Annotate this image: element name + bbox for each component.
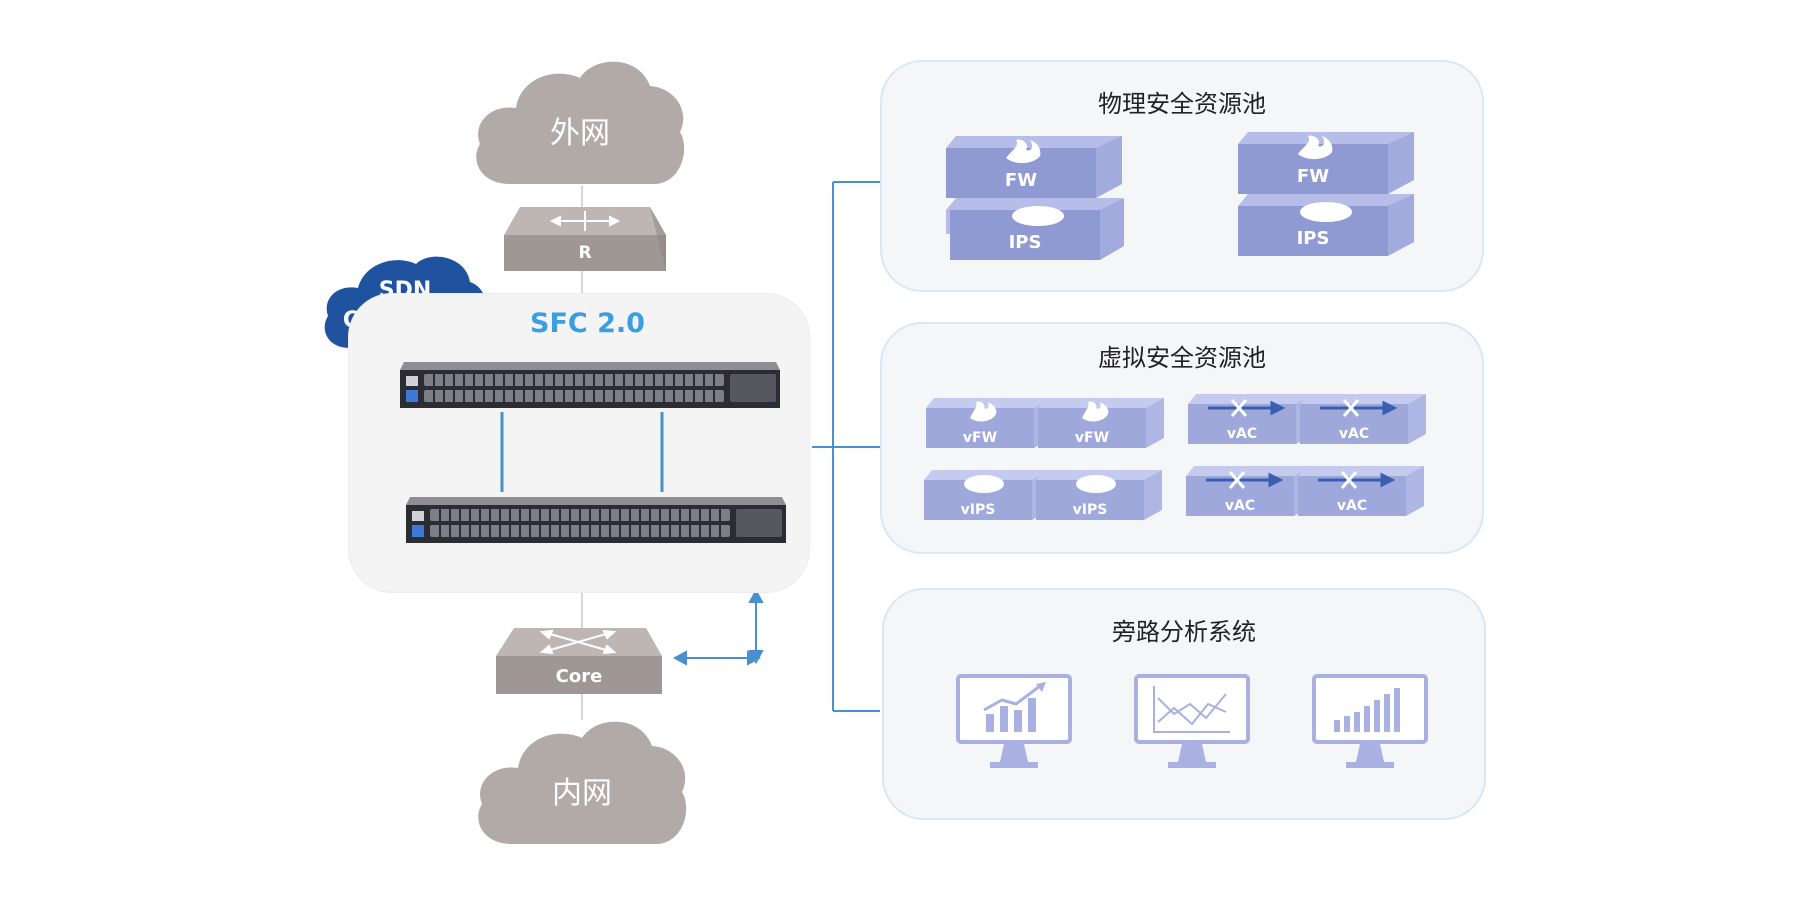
router-r[interactable]: R	[500, 205, 668, 273]
vdevice-vfw[interactable]: vFW	[1038, 398, 1166, 452]
panel-bracket	[812, 181, 880, 712]
cloud-icon	[478, 721, 687, 844]
cloud-icon	[476, 61, 685, 184]
usb-icon	[406, 390, 418, 402]
vdevice-icon	[1298, 466, 1424, 516]
physical-device-group: FW IPS	[946, 136, 1126, 266]
bypass-arrows	[672, 588, 764, 666]
vdevice-vac[interactable]: vAC	[1186, 466, 1314, 520]
external-network-cloud: 外网	[470, 52, 690, 192]
vdevice-vac[interactable]: vAC	[1298, 466, 1426, 520]
vdevice-label: vIPS	[1072, 502, 1108, 518]
device-stack-icon	[946, 136, 1124, 260]
vdevice-icon	[1036, 470, 1162, 520]
fire-icon	[1082, 401, 1109, 422]
vdevice-label: vFW	[962, 430, 998, 446]
switch-top[interactable]	[398, 360, 782, 410]
shield-blob-icon	[1076, 475, 1116, 493]
panel-virtual-security-pool: 虚拟安全资源池 vFW vFW	[880, 322, 1484, 554]
arrow-cross-icon	[1320, 399, 1398, 417]
device-stack-icon	[1238, 132, 1414, 256]
shield-blob-icon	[1012, 206, 1064, 226]
external-network-label: 外网	[550, 116, 610, 151]
fire-icon	[1006, 139, 1041, 164]
arrow-cross-icon	[1206, 471, 1284, 489]
sfc-title: SFC 2.0	[530, 308, 645, 339]
router-icon	[496, 628, 662, 694]
line-chart-icon	[1153, 686, 1230, 733]
router-core-label: Core	[555, 666, 603, 687]
bar-trend-chart-icon	[983, 682, 1046, 732]
fire-icon	[970, 401, 997, 422]
vdevice-label: vFW	[1074, 430, 1110, 446]
physical-device-group: FW IPS	[1238, 132, 1418, 262]
device-label-ips: IPS	[1296, 228, 1330, 249]
panel-title: 旁路分析系统	[1112, 618, 1256, 646]
vdevice-icon	[1188, 394, 1314, 444]
stack-links	[500, 412, 664, 492]
vdevice-icon	[1186, 466, 1312, 516]
vdevice-vips[interactable]: vIPS	[924, 470, 1052, 524]
panel-physical-security-pool: 物理安全资源池 FW IPS FW IPS	[880, 60, 1484, 292]
vdevice-vac[interactable]: vAC	[1188, 394, 1316, 448]
device-label-fw: FW	[1296, 166, 1330, 187]
vdevice-vips[interactable]: vIPS	[1036, 470, 1164, 524]
vdevice-vfw[interactable]: vFW	[926, 398, 1054, 452]
shield-blob-icon	[964, 475, 1004, 493]
port-icon	[412, 511, 424, 521]
vdevice-label: vAC	[1226, 426, 1258, 442]
router-icon	[504, 207, 666, 271]
usb-icon	[412, 525, 424, 537]
vdevice-icon	[1300, 394, 1426, 444]
device-label-ips: IPS	[1008, 232, 1042, 253]
panel-title: 物理安全资源池	[1098, 90, 1266, 118]
vdevice-label: vIPS	[960, 502, 996, 518]
arrow-cross-icon	[1318, 471, 1396, 489]
monitor-line-chart[interactable]	[1134, 674, 1250, 774]
panel-bypass-analysis: 旁路分析系统	[882, 588, 1486, 820]
vdevice-label: vAC	[1224, 498, 1256, 514]
monitor-bar-trend[interactable]	[956, 674, 1072, 774]
fire-icon	[1298, 135, 1333, 160]
vdevice-label: vAC	[1336, 498, 1368, 514]
arrow-cross-icon	[1208, 399, 1286, 417]
router-core[interactable]: Core	[492, 626, 664, 696]
panel-title: 虚拟安全资源池	[1098, 344, 1266, 372]
vdevice-icon	[926, 398, 1052, 448]
internal-network-label: 内网	[552, 776, 612, 811]
device-label-fw: FW	[1004, 170, 1038, 191]
vdevice-label: vAC	[1338, 426, 1370, 442]
vdevice-vac[interactable]: vAC	[1300, 394, 1428, 448]
internal-network-cloud: 内网	[472, 712, 692, 852]
shield-blob-icon	[1300, 202, 1352, 222]
router-r-label: R	[578, 243, 592, 263]
vdevice-icon	[1038, 398, 1164, 448]
port-icon	[406, 376, 418, 386]
bar-chart-icon	[1334, 688, 1400, 732]
switch-bottom[interactable]	[404, 495, 788, 545]
monitor-bar-chart[interactable]	[1312, 674, 1428, 774]
